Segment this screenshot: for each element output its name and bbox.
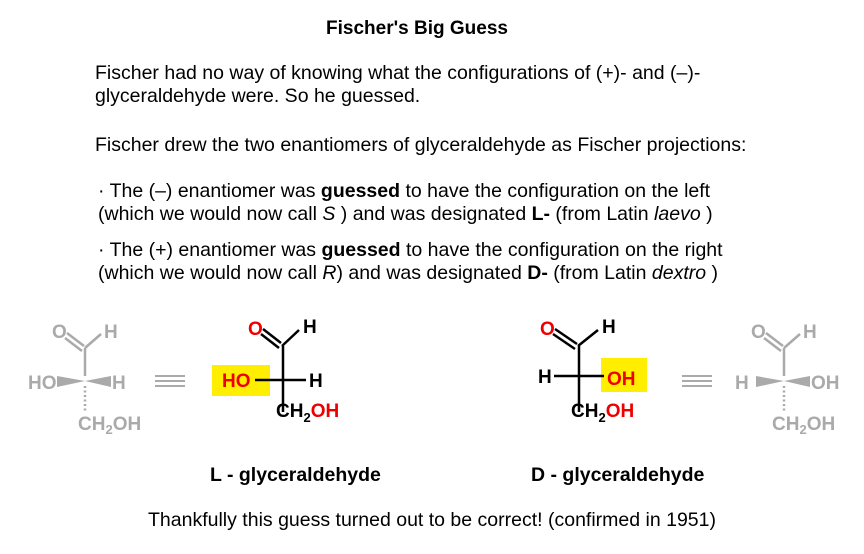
bullet-l-l2-mid: ) and was designated <box>335 203 532 225</box>
l-wedge-dash-structure: O H HO H CH2OH <box>28 322 141 437</box>
bullet-d-enantiomer: · The (+) enantiomer was guessed to have… <box>98 239 838 285</box>
gray-d-aldehyde-h: H <box>803 322 817 343</box>
d-oh-highlight <box>601 358 647 392</box>
intro-paragraph: Fischer had no way of knowing what the c… <box>95 62 835 108</box>
gray-l-h: H <box>112 373 126 394</box>
bullet-d-l2-end: ) <box>706 262 718 284</box>
bullet-d-l2-text: (which we would now call <box>98 262 323 284</box>
gray-d-ch2oh: CH2OH <box>772 414 835 437</box>
l-glyceraldehyde-label: L - glyceraldehyde <box>210 464 381 486</box>
bullet-marker: · <box>98 239 105 261</box>
bullet-l-line-1: · The (–) enantiomer was guessed to have… <box>98 180 838 203</box>
gray-d-h: H <box>735 373 749 394</box>
gray-l-ho: HO <box>28 373 57 394</box>
bullet-l-l2-text: (which we would now call <box>98 203 323 225</box>
latin-dextro: dextro <box>651 262 707 284</box>
page-title: Fischer's Big Guess <box>326 18 508 39</box>
l-equivalence-sign <box>155 375 185 387</box>
d-oh-group: OH <box>607 369 636 390</box>
bullet-d-l2-mid: ) and was designated <box>336 262 528 284</box>
d-glyceraldehyde-fischer: O H H OH CH2OH <box>538 317 647 425</box>
d-aldehyde-o: O <box>540 319 555 340</box>
gray-l-aldehyde-h: H <box>104 322 118 343</box>
bullet-l-emphasis: guessed <box>320 180 401 202</box>
d-aldehyde-h: H <box>602 317 616 338</box>
bullet-d-emphasis: guessed <box>321 239 401 261</box>
designation-d: D- <box>527 262 548 284</box>
d-equivalence-sign <box>682 375 712 387</box>
footer-note: Thankfully this guess turned out to be c… <box>148 509 716 531</box>
gray-d-aldehyde-o: O <box>751 322 766 343</box>
designation-l: L- <box>531 203 550 225</box>
latin-laevo: laevo <box>654 203 701 225</box>
config-r: R <box>322 262 337 284</box>
d-glyceraldehyde-label: D - glyceraldehyde <box>531 464 705 486</box>
d-h-left: H <box>538 367 552 388</box>
l-h-right: H <box>309 371 323 392</box>
d-ch2oh: CH2OH <box>571 401 634 425</box>
bullet-d-line-1: · The (+) enantiomer was guessed to have… <box>98 239 838 262</box>
bullet-l-l2-end: ) <box>700 203 713 225</box>
l-glyceraldehyde-fischer: O H HO H CH2OH <box>212 317 339 425</box>
gray-l-ch2oh: CH2OH <box>78 414 141 437</box>
gray-l-aldehyde-o: O <box>52 322 67 343</box>
bullet-l-text: The (–) enantiomer was <box>104 180 321 202</box>
bullet-d-text-end: to have the configuration on the right <box>400 239 723 261</box>
l-ho-group: HO <box>222 371 251 392</box>
bullet-d-line-2: (which we would now call R) and was desi… <box>98 262 838 285</box>
gray-d-oh: OH <box>811 373 840 394</box>
intro-line-2: glyceraldehyde were. So he guessed. <box>95 85 421 107</box>
bullet-d-text: The (+) enantiomer was <box>104 239 322 261</box>
bullet-l-line-2: (which we would now call S ) and was des… <box>98 203 838 226</box>
glyceraldehyde-structures: O H HO H CH2OH O H HO H CH2OH O H <box>28 317 840 437</box>
projection-sentence: Fischer drew the two enantiomers of glyc… <box>95 134 747 156</box>
intro-line-1: Fischer had no way of knowing what the c… <box>95 62 701 84</box>
l-aldehyde-o: O <box>248 319 263 340</box>
bullet-l-text-end: to have the configuration on the left <box>400 180 711 202</box>
l-aldehyde-h: H <box>303 317 317 338</box>
config-s: S <box>322 203 336 225</box>
bullet-l-enantiomer: · The (–) enantiomer was guessed to have… <box>98 180 838 226</box>
d-wedge-dash-structure: O H H OH CH2OH <box>735 322 840 437</box>
bullet-d-l2-latin-pre: (from Latin <box>547 262 652 284</box>
l-ch2oh: CH2OH <box>276 401 339 425</box>
bullet-marker: · <box>98 180 105 202</box>
bullet-l-l2-latin-pre: (from Latin <box>550 203 655 225</box>
